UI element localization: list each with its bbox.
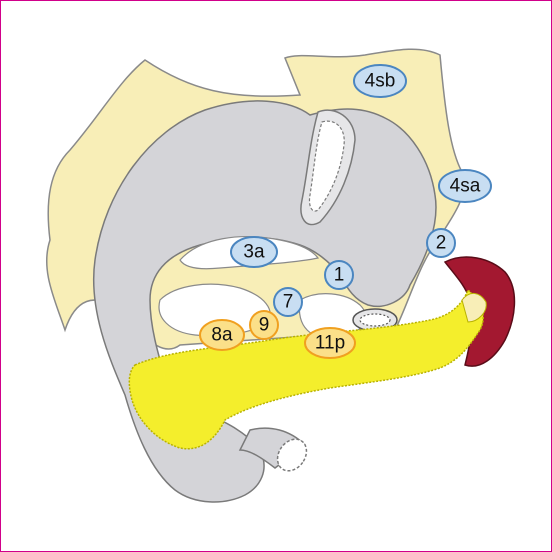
- duodenum-lumen: [276, 438, 308, 472]
- vessel-cut-lumen: [359, 313, 391, 327]
- node-9: 9: [249, 310, 279, 340]
- node-7: 7: [273, 287, 303, 317]
- node-1-label: 1: [334, 265, 345, 286]
- node-1: 1: [324, 260, 354, 290]
- node-4sb: 4sb: [353, 64, 407, 98]
- node-7-label: 7: [283, 292, 294, 313]
- node-4sb-label: 4sb: [365, 71, 396, 92]
- node-8a-label: 8a: [211, 325, 233, 346]
- esophagus-lumen: [308, 120, 345, 212]
- node-3a: 3a: [230, 236, 278, 268]
- node-3a-label: 3a: [243, 242, 265, 263]
- node-11p: 11p: [304, 327, 356, 359]
- pancreas-tail-tip: [461, 293, 487, 323]
- duodenum: [238, 427, 307, 469]
- node-2: 2: [426, 228, 456, 258]
- node-9-label: 9: [259, 315, 270, 336]
- node-2-label: 2: [436, 233, 447, 254]
- node-11p-label: 11p: [315, 333, 345, 354]
- node-8a: 8a: [199, 319, 245, 351]
- node-4sa-label: 4sa: [450, 176, 481, 197]
- node-4sa: 4sa: [438, 169, 492, 203]
